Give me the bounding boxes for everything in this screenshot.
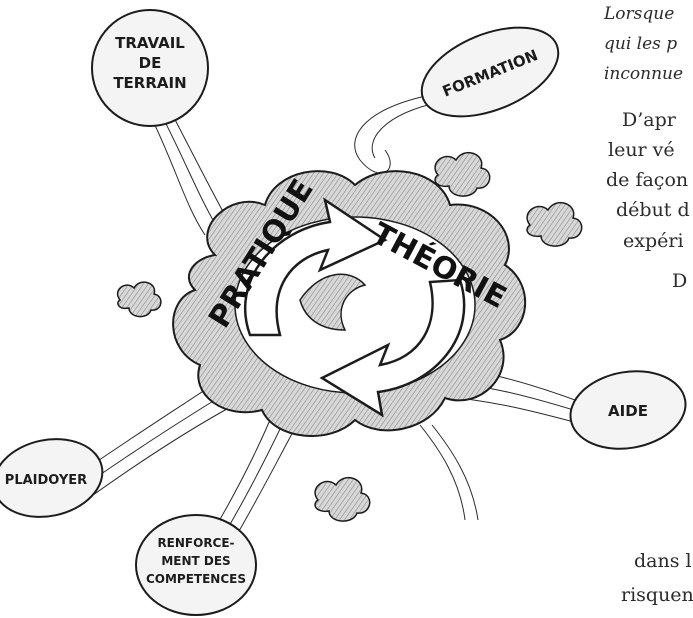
balloon-training: FORMATION <box>409 10 571 134</box>
italic-line: inconnue <box>604 64 683 84</box>
balloon-fieldwork: TRAVAIL DE TERRAIN <box>92 10 208 126</box>
body-line: dans l <box>634 551 692 571</box>
svg-text:MENT DES: MENT DES <box>161 554 230 568</box>
svg-text:PLAIDOYER: PLAIDOYER <box>5 473 87 488</box>
body-line: de façon <box>606 170 688 190</box>
svg-text:DE: DE <box>139 54 162 72</box>
body-line: D <box>672 271 687 291</box>
italic-line: qui les p <box>604 34 677 54</box>
balloon-advocacy: PLAIDOYER <box>0 429 110 526</box>
svg-text:TERRAIN: TERRAIN <box>113 74 186 92</box>
svg-text:AIDE: AIDE <box>608 402 648 420</box>
body-line: D’apr <box>622 110 676 130</box>
body-line: début d <box>616 200 690 220</box>
balloon-capacity: RENFORCE- MENT DES COMPETENCES <box>136 515 256 615</box>
body-line: risquen <box>621 585 693 605</box>
svg-text:COMPETENCES: COMPETENCES <box>146 572 246 586</box>
body-line: expéri <box>623 231 684 251</box>
body-line: leur vé <box>608 140 675 160</box>
svg-text:RENFORCE-: RENFORCE- <box>157 536 234 550</box>
balloon-aid: AIDE <box>564 363 691 458</box>
italic-line: Lorsque <box>604 4 674 24</box>
svg-text:TRAVAIL: TRAVAIL <box>115 34 185 52</box>
